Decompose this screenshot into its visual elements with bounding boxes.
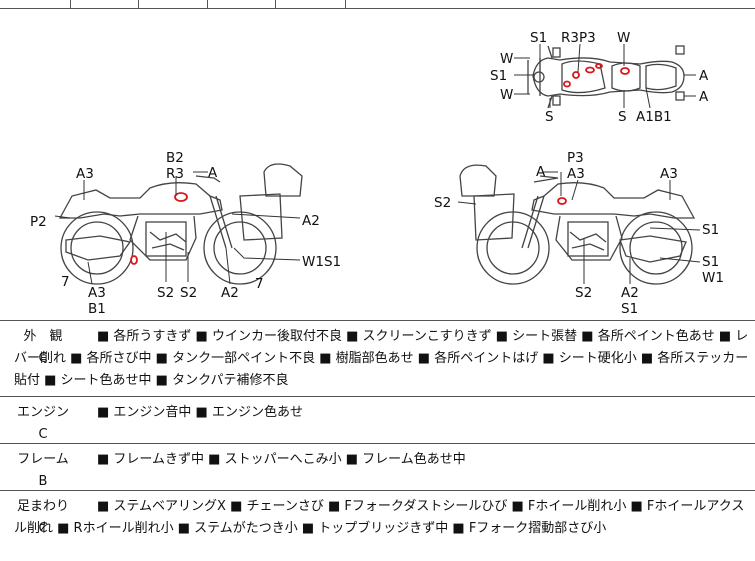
- grade: B: [38, 474, 48, 489]
- left-label: B1: [88, 301, 106, 317]
- right-label: P3: [567, 150, 584, 166]
- left-label: S2: [180, 285, 197, 301]
- left-label: R3: [166, 166, 184, 182]
- category-name: 足まわり: [16, 499, 69, 514]
- right-label: A3: [567, 166, 585, 182]
- damage-diagram-svg: S1 R3P3 W W S1 W S S A1B1 A A B2 R3 A A3…: [30, 30, 724, 317]
- row-notes: ■ フレームきず中 ■ ストッパーへこみ小 ■ フレーム色あせ中: [97, 452, 466, 467]
- strip-divider: [207, 0, 209, 8]
- left-label: 7: [61, 274, 70, 290]
- left-label: S2: [157, 285, 174, 301]
- motorcycle-left-side-view: B2 R3 A A3 P2 A2 W1S1 7 7 A3 B1 S2 S2 A2: [30, 150, 341, 317]
- row-notes: ■ 各所うすきず ■ ウインカー後取付不良 ■ スクリーンこすりきず ■ シート…: [14, 329, 749, 388]
- row-label: エンジン C: [0, 397, 86, 446]
- row-label: 足まわり C: [0, 491, 86, 540]
- row-label: 外 観 C: [0, 321, 86, 370]
- strip-divider: [345, 0, 347, 8]
- row-label: フレーム B: [0, 444, 86, 493]
- grade: C: [38, 521, 48, 536]
- strip-divider: [138, 0, 140, 8]
- left-label: W1S1: [302, 254, 341, 270]
- right-label: S2: [575, 285, 592, 301]
- grade: C: [38, 351, 48, 366]
- right-label: S1: [702, 222, 719, 238]
- top-label: R3P3: [561, 30, 596, 46]
- table-row: 足まわり C ■ ステムベアリングX ■ チェーンさび ■ Fフォークダストシー…: [0, 491, 755, 561]
- right-label: S1: [621, 301, 638, 317]
- top-label: W: [617, 30, 630, 46]
- right-label: W1: [702, 270, 724, 286]
- condition-table: 外 観 C ■ 各所うすきず ■ ウインカー後取付不良 ■ スクリーンこすりきず…: [0, 320, 755, 561]
- left-label: A3: [76, 166, 94, 182]
- table-row: フレーム B ■ フレームきず中 ■ ストッパーへこみ小 ■ フレーム色あせ中: [0, 444, 755, 491]
- damage-diagram: S1 R3P3 W W S1 W S S A1B1 A A B2 R3 A A3…: [0, 8, 755, 320]
- strip-divider: [70, 0, 72, 8]
- motorcycle-top-view: S1 R3P3 W W S1 W S S A1B1 A A: [490, 30, 709, 125]
- row-notes: ■ エンジン音中 ■ エンジン色あせ: [97, 405, 303, 420]
- table-row: 外 観 C ■ 各所うすきず ■ ウインカー後取付不良 ■ スクリーンこすりきず…: [0, 321, 755, 397]
- right-label: A: [536, 164, 546, 180]
- right-label: A2: [621, 285, 639, 301]
- top-label: A1B1: [636, 109, 672, 125]
- grade: C: [38, 427, 48, 442]
- left-label: A2: [302, 213, 320, 229]
- right-label: S1: [702, 254, 719, 270]
- category-name: 外 観: [23, 329, 63, 344]
- left-label: A3: [88, 285, 106, 301]
- left-label: B2: [166, 150, 184, 166]
- left-label: 7: [255, 276, 264, 292]
- category-name: フレーム: [17, 452, 69, 467]
- left-label: P2: [30, 214, 47, 230]
- top-label: W: [500, 51, 513, 67]
- top-label: S: [545, 109, 554, 125]
- left-label: A: [208, 165, 218, 181]
- row-notes: ■ ステムベアリングX ■ チェーンさび ■ Fフォークダストシールひび ■ F…: [14, 499, 745, 536]
- previous-table-strip: [0, 0, 755, 9]
- right-label: A3: [660, 166, 678, 182]
- table-row: エンジン C ■ エンジン音中 ■ エンジン色あせ: [0, 397, 755, 444]
- top-label: A: [699, 89, 709, 105]
- left-label: A2: [221, 285, 239, 301]
- right-label: S2: [434, 195, 451, 211]
- motorcycle-right-side-view: P3 A A3 A3 S2 S1 S1 W1 S2 A2 S1: [434, 150, 724, 317]
- top-label: S: [618, 109, 627, 125]
- top-label: A: [699, 68, 709, 84]
- category-name: エンジン: [16, 405, 69, 420]
- top-label: W: [500, 87, 513, 103]
- top-label: S1: [490, 68, 507, 84]
- strip-divider: [275, 0, 277, 8]
- top-label: S1: [530, 30, 547, 46]
